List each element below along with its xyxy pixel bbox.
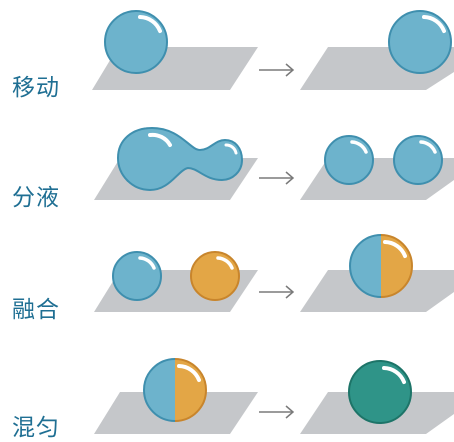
row-label-merge: 融合 (12, 297, 60, 323)
droplet-splitting (116, 126, 244, 192)
arrow-right-icon (259, 405, 295, 419)
row-label-split: 分液 (12, 185, 60, 211)
droplet-blue (393, 135, 443, 185)
arrow-right-icon (259, 171, 295, 185)
row-split (94, 126, 454, 200)
row-label-move: 移动 (12, 75, 60, 101)
row-move (92, 10, 454, 90)
droplet-blue (112, 251, 162, 301)
droplet-orange (190, 251, 240, 301)
droplet-blue (104, 10, 168, 74)
row-merge (94, 234, 454, 312)
droplet-blue (388, 10, 452, 74)
droplet-mixed (348, 360, 412, 424)
row-mix (94, 358, 454, 434)
arrow-right-icon (259, 63, 295, 77)
droplet-blue (324, 135, 374, 185)
arrow-right-icon (259, 285, 295, 299)
